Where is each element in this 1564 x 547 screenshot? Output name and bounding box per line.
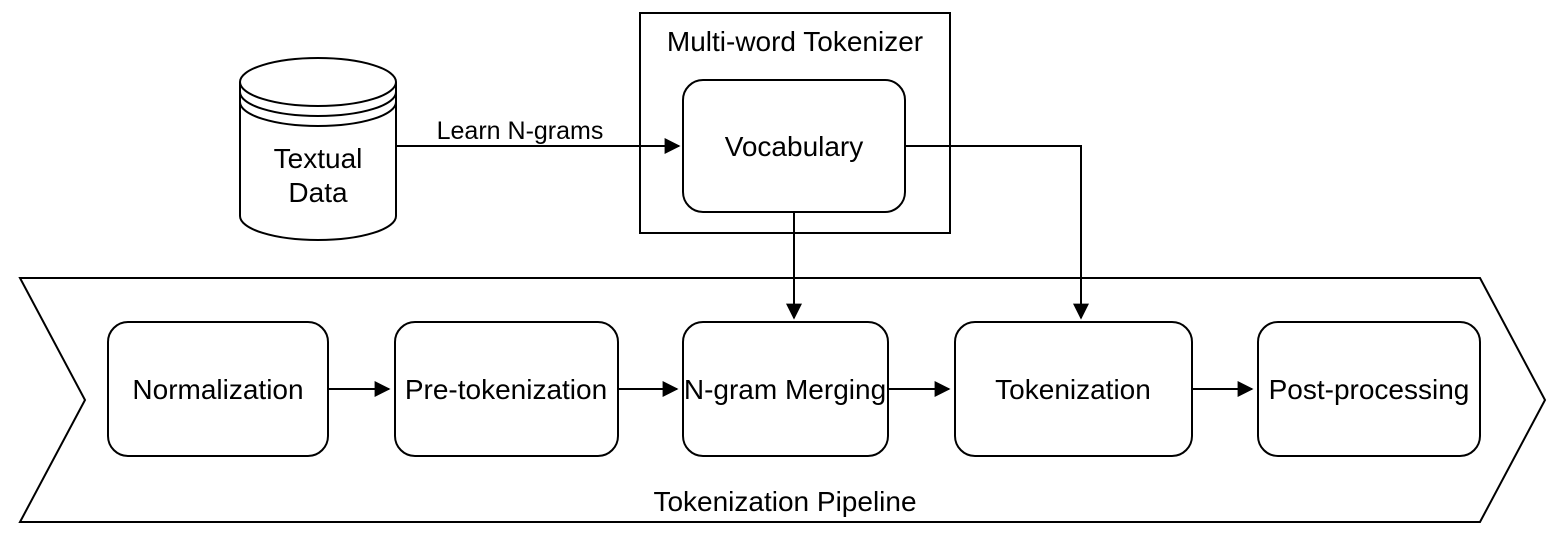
- stage-normalization-label: Normalization: [132, 374, 303, 405]
- stage-pre-tokenization: Pre-tokenization: [394, 321, 619, 457]
- database-cylinder-icon: [239, 57, 397, 241]
- vocabulary-label: Vocabulary: [725, 131, 864, 162]
- stage-ngram-merging-label: N-gram Merging: [684, 374, 886, 405]
- stage-post-processing: Post-processing: [1257, 321, 1481, 457]
- pipeline-title: Tokenization Pipeline: [653, 486, 916, 517]
- pipeline-banner: Tokenization Pipeline: [18, 277, 1547, 523]
- textual-data-node: Textual Data: [239, 57, 397, 241]
- vocabulary-node: Vocabulary: [682, 79, 906, 213]
- stage-pre-tokenization-label: Pre-tokenization: [405, 374, 607, 405]
- edge-learn-ngrams: Learn N-grams: [397, 117, 681, 154]
- stage-post-processing-box: [1257, 321, 1481, 457]
- edge-learn-ngrams-label: Learn N-grams: [437, 117, 604, 145]
- textual-data-label-line1: Textual: [274, 143, 363, 174]
- textual-data-label-line2: Data: [288, 177, 348, 208]
- pipeline-banner-shape: [18, 277, 1547, 523]
- multiword-tokenizer-label: Multi-word Tokenizer: [667, 26, 923, 57]
- stage-tokenization-label: Tokenization: [995, 374, 1151, 405]
- cylinder-rim-line-1: [239, 91, 397, 117]
- edge-vocabulary-to-tokenization: [905, 145, 1089, 320]
- stage-tokenization: Tokenization: [954, 321, 1193, 457]
- stage-post-processing-label: Post-processing: [1269, 374, 1470, 405]
- cylinder-rim-line-2: [239, 101, 397, 127]
